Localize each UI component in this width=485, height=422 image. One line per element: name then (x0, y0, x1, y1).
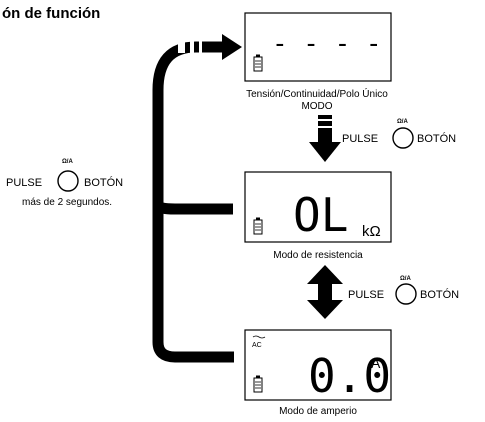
middle-instruction: PULSE Ω/A BOTÓN (342, 119, 456, 149)
middle-button-label: BOTÓN (417, 132, 456, 145)
display-3-caption: Modo de amperio (279, 406, 357, 417)
lower-button-label: BOTÓN (420, 288, 459, 301)
display-3: AC 0.0 A Modo de amperio (244, 329, 392, 417)
bidirectional-arrow (307, 265, 343, 319)
lower-instruction: PULSE Ω/A BOTÓN (348, 276, 459, 305)
left-button-icon (57, 170, 79, 192)
battery-icon (253, 375, 263, 393)
display-2-caption: Modo de resistencia (273, 250, 363, 261)
diagram-title: ón de función (2, 5, 100, 22)
left-duration-label: más de 2 segundos. (22, 197, 112, 208)
lcd-frame-2 (244, 171, 392, 243)
lcd-frame-3 (244, 329, 392, 401)
lower-button-symbol: Ω/A (400, 276, 411, 282)
display-1-caption-2: MODO (301, 101, 332, 112)
lcd-reading-1: - - - - (272, 29, 382, 59)
lcd-unit-2: kΩ (362, 223, 381, 240)
lcd-indicator-3: AC (252, 342, 262, 349)
middle-pulse-label: PULSE (342, 133, 378, 145)
middle-button-symbol: Ω/A (397, 119, 408, 125)
lcd-frame-1 (244, 12, 392, 82)
lower-button-icon (395, 283, 417, 305)
mode-bracket (152, 41, 234, 363)
lcd-unit-3: A (371, 355, 381, 371)
display-1: - - - - Tensión/Continuidad/Polo Único M… (244, 12, 392, 112)
display-2: OL kΩ Modo de resistencia (244, 171, 392, 261)
lower-pulse-label: PULSE (348, 289, 384, 301)
left-button-label: BOTÓN (84, 176, 123, 189)
left-button-symbol: Ω/A (62, 159, 73, 165)
lcd-reading-2: OL (293, 188, 348, 242)
left-instruction: PULSE Ω/A BOTÓN más de 2 segundos. (6, 159, 123, 208)
arrow-to-first-display (222, 34, 242, 60)
down-arrow (309, 115, 341, 162)
left-pulse-label: PULSE (6, 177, 42, 189)
ac-wave-icon (252, 335, 266, 339)
battery-icon (253, 54, 263, 72)
display-1-caption: Tensión/Continuidad/Polo Único (246, 87, 388, 100)
middle-button-icon (392, 127, 414, 149)
lcd-reading-3: 0.0 (308, 349, 391, 403)
battery-icon (253, 217, 263, 235)
